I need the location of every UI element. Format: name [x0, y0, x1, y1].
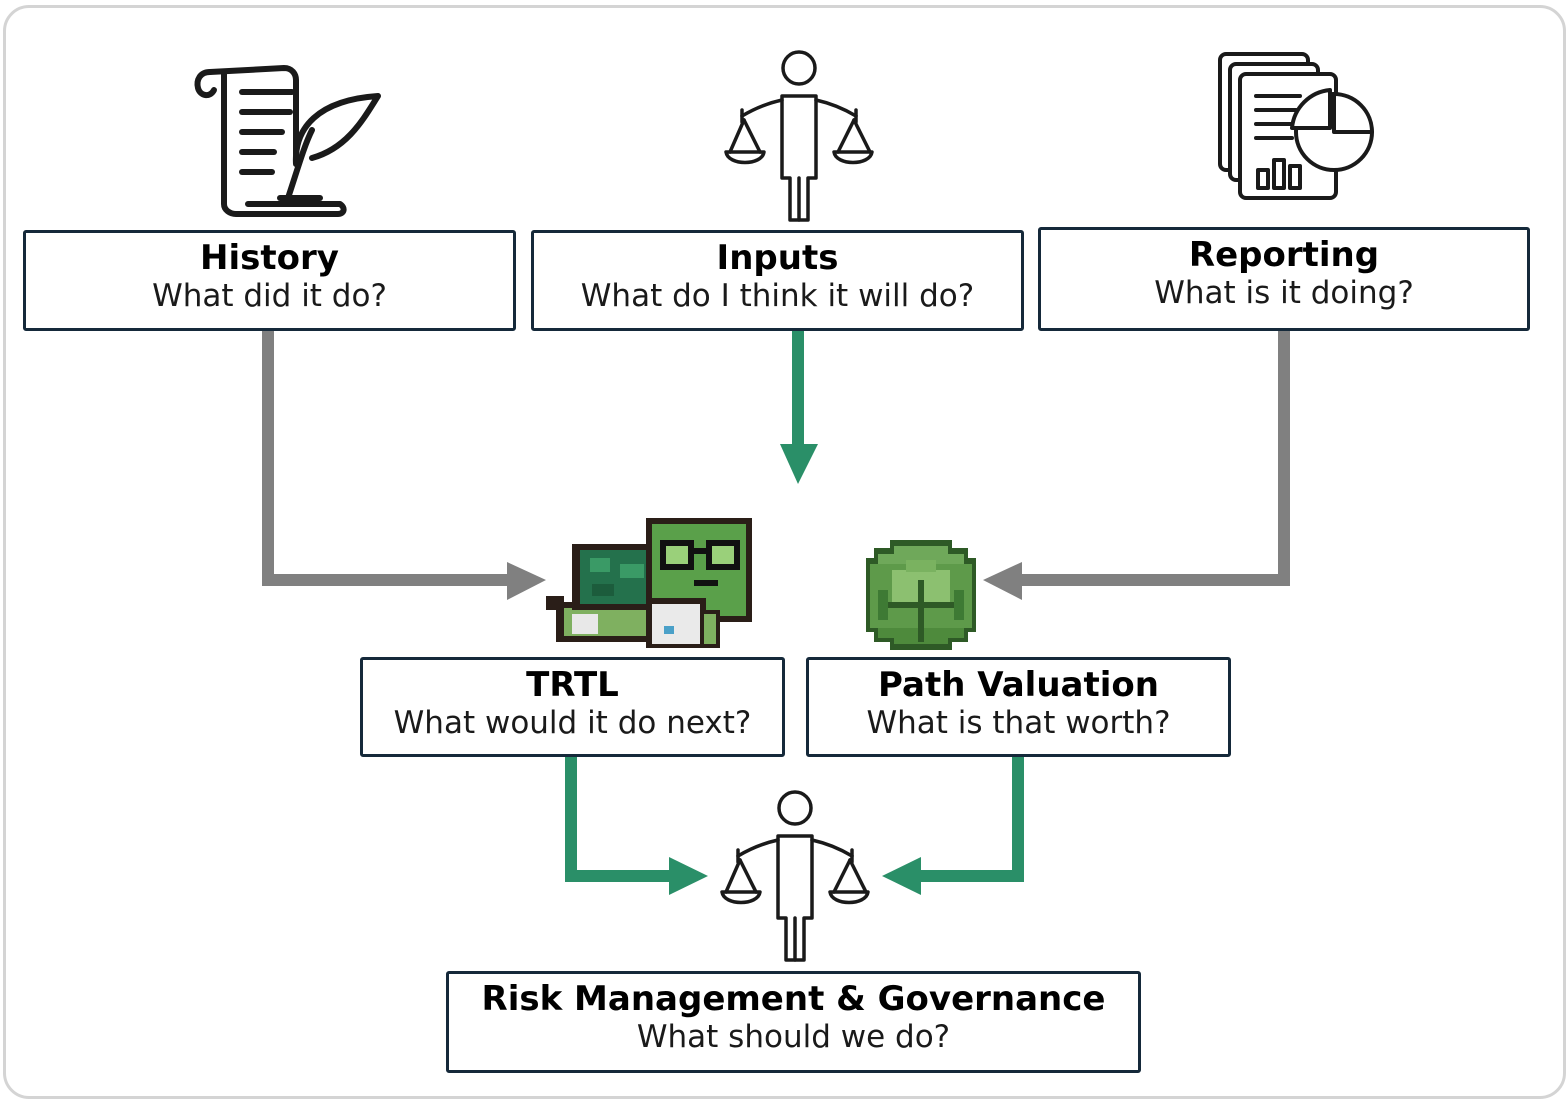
risk-management-node: Risk Management & Governance What should… — [446, 971, 1141, 1073]
inputs-question: What do I think it will do? — [580, 278, 975, 314]
risk-management-question: What should we do? — [636, 1019, 951, 1055]
reporting-question: What is it doing? — [1154, 275, 1414, 311]
path-valuation-node: Path Valuation What is that worth? — [806, 657, 1231, 757]
history-node: History What did it do? — [23, 230, 516, 331]
trtl-node: TRTL What would it do next? — [360, 657, 785, 757]
scroll-quill-icon — [194, 65, 381, 217]
pixel-cabbage-icon — [866, 540, 976, 650]
arrow-trtl-to-risk — [565, 755, 708, 895]
inputs-node: Inputs What do I think it will do? — [531, 230, 1024, 331]
arrow-history-to-trtl — [262, 330, 546, 600]
history-title: History — [200, 238, 339, 278]
arrow-path-valuation-to-risk — [882, 755, 1024, 895]
trtl-question: What would it do next? — [393, 705, 752, 741]
reporting-title: Reporting — [1188, 235, 1380, 275]
path-valuation-title: Path Valuation — [878, 665, 1159, 705]
history-question: What did it do? — [152, 278, 387, 314]
arrow-reporting-to-path-valuation — [983, 330, 1290, 600]
reporting-node: Reporting What is it doing? — [1038, 227, 1530, 331]
trtl-title: TRTL — [526, 665, 619, 705]
person-scales-icon — [720, 790, 870, 962]
path-valuation-question: What is that worth? — [866, 705, 1171, 741]
arrow-inputs-down — [780, 330, 818, 484]
person-scales-icon — [724, 50, 874, 222]
inputs-title: Inputs — [716, 238, 839, 278]
pixel-turtle-mascot-icon — [546, 518, 752, 648]
report-documents-icon — [1218, 52, 1374, 200]
risk-management-title: Risk Management & Governance — [481, 979, 1106, 1019]
